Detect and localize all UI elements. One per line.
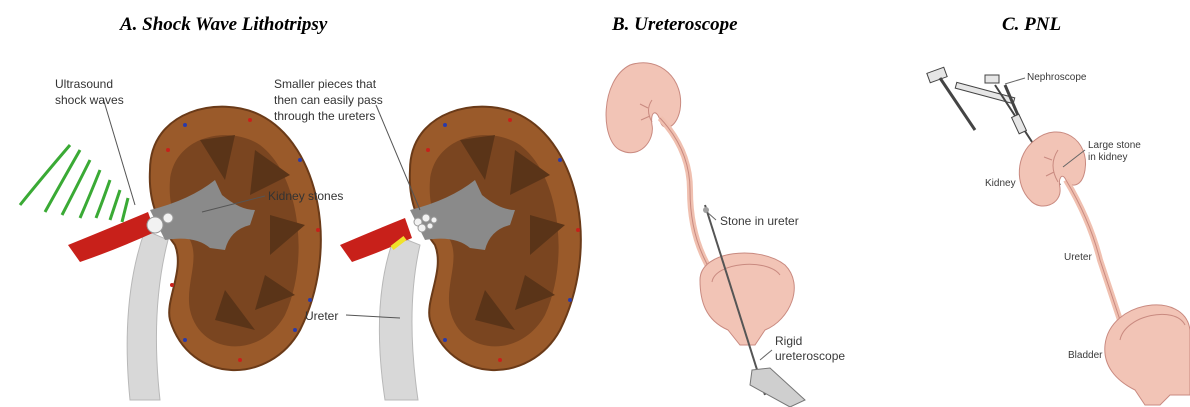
label-kidney-stones: Kidney stones: [268, 189, 343, 203]
label-ultrasound-line2: shock waves: [55, 93, 124, 107]
label-ureter-a: Ureter: [305, 309, 338, 323]
label-large-stone-line1: Large stone: [1088, 140, 1141, 151]
label-nephroscope: Nephroscope: [1027, 72, 1087, 83]
kidney-left: [147, 107, 321, 370]
label-ultrasound-line1: Ultrasound: [55, 77, 113, 91]
panel-a-illustration: Ultrasound shock waves Smaller pieces th…: [20, 77, 581, 400]
bladder-b: [700, 253, 794, 345]
label-smaller-line2: then can easily pass: [274, 93, 383, 107]
ureteroscope-handle: [750, 368, 805, 407]
kidney-b: [606, 63, 681, 153]
label-rigid-line1: Rigid: [775, 334, 802, 348]
label-smaller-line3: through the ureters: [274, 109, 375, 123]
ureter-tube-left: [127, 230, 168, 400]
label-smaller-line1: Smaller pieces that: [274, 77, 377, 91]
label-rigid-line2: ureteroscope: [775, 349, 845, 363]
shock-waves: [20, 145, 128, 222]
panel-b-illustration: Stone in ureter Rigid ureteroscope: [606, 63, 845, 407]
panel-c-illustration: Nephroscope Large stone in kidney Kidney…: [927, 67, 1190, 405]
kidney-right: [410, 107, 581, 370]
bladder-c: [1105, 305, 1190, 405]
label-kidney-c: Kidney: [985, 178, 1016, 189]
label-large-stone-line2: in kidney: [1088, 152, 1127, 163]
label-stone-in-ureter: Stone in ureter: [720, 214, 799, 228]
label-ureter-c: Ureter: [1064, 252, 1092, 263]
label-bladder: Bladder: [1068, 350, 1103, 361]
